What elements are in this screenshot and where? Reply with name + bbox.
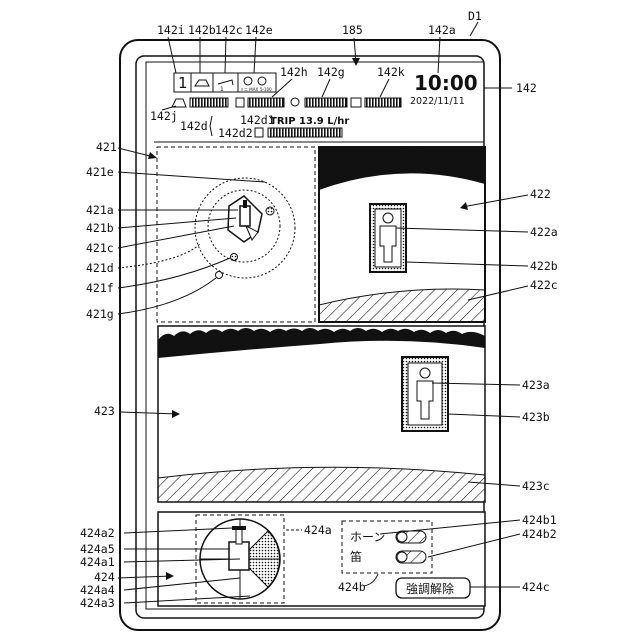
label-423a: 423a bbox=[522, 378, 550, 392]
label-422c: 422c bbox=[530, 278, 558, 292]
figure-ref-leader bbox=[470, 22, 478, 36]
gauge-k-bar bbox=[365, 98, 401, 107]
bucket-icon[interactable] bbox=[213, 73, 238, 92]
gauge-g-bar bbox=[305, 98, 347, 107]
whistle-label: 笛 bbox=[350, 549, 362, 564]
label-421g: 421g bbox=[86, 307, 114, 321]
label-422b: 422b bbox=[530, 259, 558, 273]
label-424a3: 424a3 bbox=[80, 596, 115, 610]
label-142g: 142g bbox=[317, 65, 345, 79]
label-142e: 142e bbox=[245, 23, 273, 37]
label-424a5: 424a5 bbox=[80, 542, 115, 556]
label-424a2: 424a2 bbox=[80, 526, 115, 540]
svg-text:1: 1 bbox=[220, 86, 224, 93]
svg-text:5-100: 5-100 bbox=[260, 87, 272, 92]
label-142c: 142c bbox=[215, 23, 243, 37]
label-142d: 142d bbox=[180, 119, 208, 133]
label-424a4: 424a4 bbox=[80, 583, 115, 597]
label-185: 185 bbox=[342, 23, 363, 37]
trip-bar bbox=[268, 128, 342, 137]
label-421: 421 bbox=[96, 140, 117, 154]
status-bar: 1 1 ミニ MAX 5-100 bbox=[174, 73, 276, 93]
figure-ref-label: D1 bbox=[468, 9, 482, 23]
label-421f: 421f bbox=[86, 281, 114, 295]
label-424: 424 bbox=[94, 570, 115, 584]
label-421e: 421e bbox=[86, 165, 114, 179]
detected-object-c bbox=[216, 272, 223, 279]
label-142: 142 bbox=[516, 81, 537, 95]
label-142k: 142k bbox=[377, 65, 405, 79]
label-142i: 142i bbox=[157, 23, 185, 37]
label-142h: 142h bbox=[280, 65, 308, 79]
gear-value: 1 bbox=[178, 74, 188, 92]
label-142j: 142j bbox=[150, 109, 178, 123]
label-424b2: 424b2 bbox=[522, 527, 557, 541]
label-423c: 423c bbox=[522, 479, 550, 493]
label-142d2: 142d2 bbox=[218, 126, 253, 140]
excavator-icon[interactable] bbox=[191, 73, 213, 92]
label-142a: 142a bbox=[428, 23, 456, 37]
svg-text:ミニ MAX: ミニ MAX bbox=[240, 87, 258, 92]
label-424b: 424b bbox=[338, 580, 366, 594]
label-142b: 142b bbox=[188, 23, 216, 37]
label-422a: 422a bbox=[530, 225, 558, 239]
label-421c: 421c bbox=[86, 241, 114, 255]
detected-object-b bbox=[231, 254, 238, 261]
clock-date: 2022/11/11 bbox=[410, 96, 465, 107]
rear-camera-ground bbox=[158, 467, 485, 502]
label-423: 423 bbox=[94, 404, 115, 418]
label-422: 422 bbox=[530, 187, 551, 201]
label-421a: 421a bbox=[86, 203, 114, 217]
label-424a1: 424a1 bbox=[80, 555, 115, 569]
gauge-j-bar bbox=[190, 98, 228, 107]
horn-label: ホーン bbox=[350, 530, 385, 544]
clock-time: 10:00 bbox=[414, 71, 478, 95]
label-424b1: 424b1 bbox=[522, 513, 557, 527]
detected-object-a bbox=[266, 207, 274, 215]
excavator-top-icon bbox=[229, 542, 249, 570]
label-421d: 421d bbox=[86, 261, 114, 275]
label-424c: 424c bbox=[522, 580, 550, 594]
fuel-gauge-bar bbox=[248, 98, 284, 107]
label-424a: 424a bbox=[304, 523, 332, 537]
highlight-release-label: 強調解除 bbox=[406, 581, 454, 596]
label-423b: 423b bbox=[522, 410, 550, 424]
trip-readout: TRIP 13.9 L/hr bbox=[270, 116, 349, 127]
label-421b: 421b bbox=[86, 221, 114, 235]
